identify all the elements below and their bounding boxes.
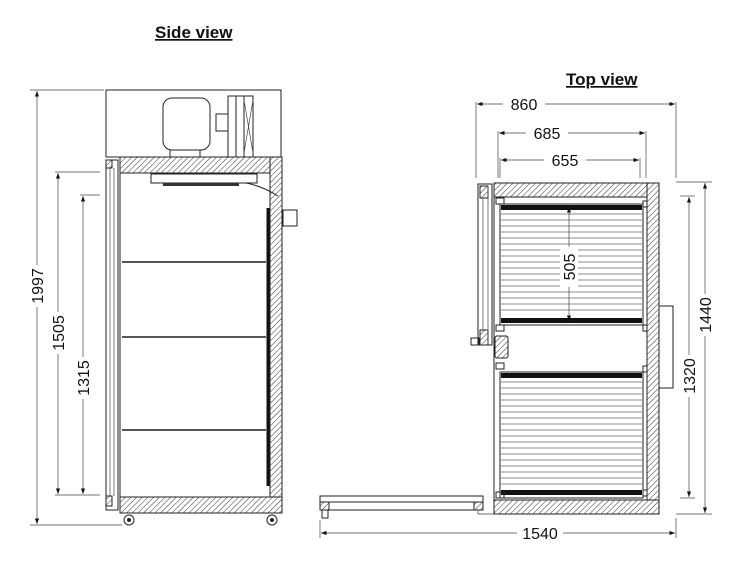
dim-depth-door-open: 1540 <box>522 526 558 543</box>
dim-inner-width-outer: 685 <box>534 126 561 143</box>
side-view: 1997 1505 1315 <box>29 89 298 526</box>
handle <box>470 337 480 346</box>
side-wall <box>646 182 660 515</box>
dim-inner-width: 655 <box>552 153 579 170</box>
door <box>105 159 119 511</box>
dim-shelf-depth: 505 <box>562 254 579 281</box>
dim-total-height: 1997 <box>30 268 47 304</box>
hinge <box>494 335 509 359</box>
dim-total-width: 860 <box>511 97 538 114</box>
caster <box>266 514 278 526</box>
top-view: 860 685 655 505 1440 1320 1540 <box>319 94 715 543</box>
top-wall <box>119 156 283 174</box>
side-view-title: Side view <box>155 23 233 42</box>
top-view-title: Top view <box>566 70 638 89</box>
top-wall <box>493 182 660 198</box>
side-box <box>282 209 298 227</box>
bottom-wall <box>493 499 660 515</box>
evaporator <box>150 173 258 184</box>
connector <box>215 113 229 132</box>
bottom-wall <box>119 496 283 514</box>
machine-compartment <box>105 89 282 158</box>
dim-inner-height: 1315 <box>76 360 93 396</box>
condenser <box>227 95 254 158</box>
compressor <box>162 97 211 151</box>
dim-door-height: 1505 <box>51 315 68 351</box>
door-open <box>319 495 494 519</box>
shelf-upper <box>499 203 644 326</box>
dim-total-depth: 1440 <box>698 297 715 333</box>
shelf-lower <box>499 371 644 499</box>
dim-inner-depth: 1320 <box>682 358 699 394</box>
back-wall <box>269 156 283 514</box>
door <box>477 183 493 346</box>
caster <box>123 514 135 526</box>
bracket <box>659 305 674 389</box>
